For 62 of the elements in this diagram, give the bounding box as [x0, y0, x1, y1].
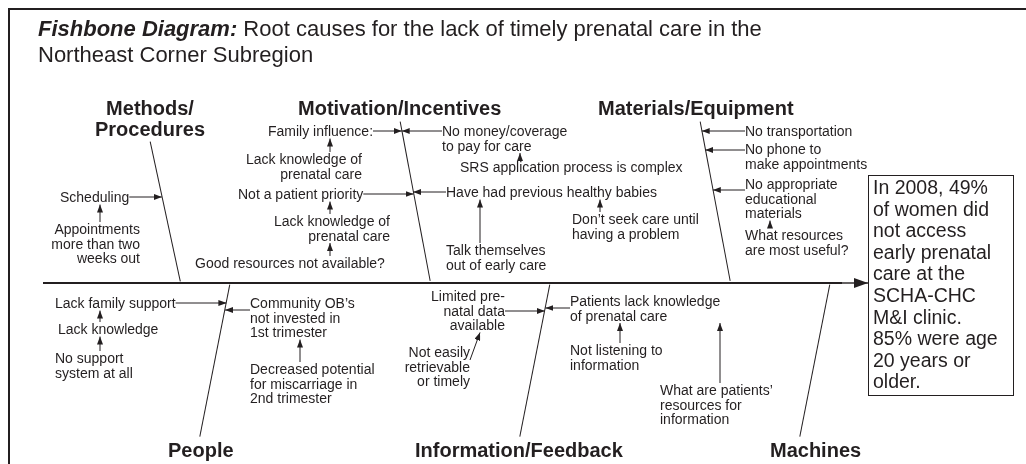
arrow [767, 220, 773, 229]
category-label: Methods/ Procedures [93, 98, 207, 140]
arrow [175, 300, 227, 306]
arrow [717, 322, 723, 384]
cause-label: Limited pre-natal data available [409, 289, 505, 333]
arrow [704, 147, 746, 153]
arrow [297, 339, 303, 363]
cause-label: Talk themselves out of early care [446, 243, 547, 272]
cause-label: Not easily retrievable or timely [404, 345, 470, 389]
cause-label: No transportation [745, 124, 853, 139]
arrow [372, 128, 403, 134]
arrow [327, 138, 333, 153]
arrow [97, 310, 103, 323]
arrow [327, 242, 333, 257]
spine-line [43, 282, 842, 284]
cause-label: Not listening to information [570, 343, 663, 372]
arrow [701, 128, 746, 134]
cause-label: Decreased potential for miscarriage in 2nd trimester [250, 362, 375, 406]
cause-label: Lack knowledge [58, 322, 159, 337]
cause-label: No appropriate educational materials [745, 177, 838, 221]
category-label: Motivation/Incentives [298, 98, 502, 119]
cause-label: Good resources not available? [195, 256, 385, 271]
category-label: Information/Feedback [415, 440, 623, 461]
cause-label: Not a patient priority [238, 187, 364, 202]
arrow [597, 199, 603, 213]
cause-label: Patients lack knowledge of prenatal care [570, 294, 721, 323]
cause-label: Lack family support [55, 296, 176, 311]
cause-label: SRS application process is complex [460, 160, 683, 175]
arrow [401, 128, 443, 134]
arrow [97, 204, 103, 223]
arrow [712, 187, 746, 193]
cause-label: Appointments more than two weeks out [51, 222, 140, 266]
cause-label: No money/coverage to pay for care [442, 124, 568, 153]
cause-label: What are patients’ resources for information [660, 383, 773, 427]
arrow [128, 194, 163, 200]
arrow [617, 322, 623, 344]
arrow [839, 278, 869, 288]
category-label: Machines [770, 440, 862, 461]
category-label: People [168, 440, 234, 461]
cause-label: Have had previous healthy babies [446, 185, 657, 200]
arrow [504, 308, 546, 314]
arrow [517, 152, 523, 161]
cause-label: Lack knowledge of prenatal care [274, 214, 390, 243]
arrow [477, 199, 483, 244]
cause-label: What resources are most useful? [745, 228, 849, 257]
cause-label: Don’t seek care until having a problem [572, 212, 699, 241]
effect-box: In 2008, 49% of women did not access early prenatal care at the SCHA-CHC M&I clinic. 85% were age 20 years or older. [868, 175, 1014, 396]
category-label: Materials/Equipment [598, 98, 794, 119]
arrow [327, 201, 333, 215]
cause-label: Lack knowledge of prenatal care [246, 152, 362, 181]
title: Fishbone Diagram: Root causes for the lack of timely prenatal care in the Northeast Corner Subregion [38, 16, 763, 68]
cause-label: Scheduling [60, 190, 130, 205]
arrow [362, 191, 415, 197]
arrow [469, 332, 481, 361]
arrow [412, 189, 447, 195]
cause-label: No phone to make appointments [745, 142, 868, 171]
arrow [544, 305, 571, 311]
arrow [224, 307, 251, 313]
arrow [97, 336, 103, 352]
cause-label: Community OB’s not invested in 1st trimester [250, 296, 355, 340]
cause-label: No support system at all [55, 351, 133, 380]
cause-label: Family influence: [268, 124, 374, 139]
